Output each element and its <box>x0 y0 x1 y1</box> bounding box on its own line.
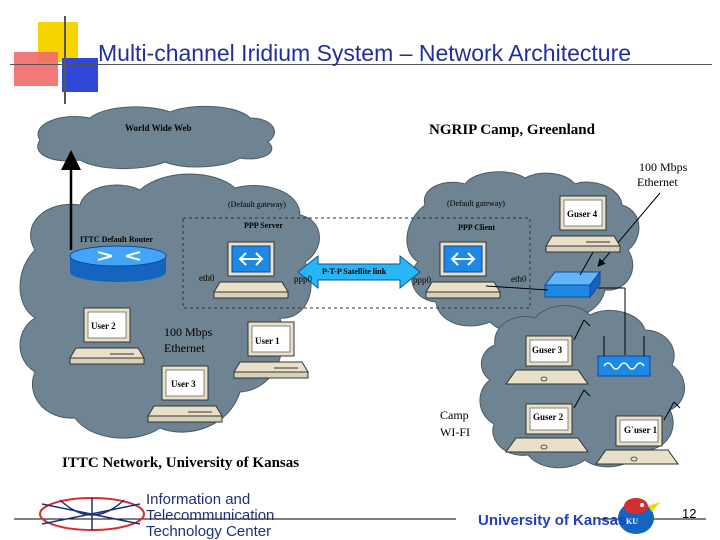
user2-label: User 2 <box>91 321 116 331</box>
ngrip-ethernet-label: Ethernet <box>637 175 678 189</box>
decor-horizontal-line <box>10 64 712 65</box>
cable <box>485 285 549 291</box>
logo-line-3: Technology Center <box>146 523 272 540</box>
ppp0-right-label: ppp0 <box>413 275 431 285</box>
wireless-ap-icon <box>597 336 651 377</box>
decor-blue-square <box>62 58 98 92</box>
default-gateway-label-right: (Default gateway) <box>447 199 505 208</box>
slide-title: Multi-channel Iridium System – Network A… <box>98 40 632 66</box>
satellite-link-arrow <box>297 254 421 290</box>
eth0-right-label: eth0 <box>511 274 527 284</box>
guser1-label: G`user 1 <box>624 425 658 435</box>
ittc-ethernet-label: Ethernet <box>164 341 205 355</box>
jayhawk-logo-icon: KU <box>618 498 660 534</box>
ppp0-left-label: ppp0 <box>294 274 312 284</box>
guser2-label: Guser 2 <box>533 412 564 422</box>
ittc-logo-icon <box>39 497 145 531</box>
www-label: World Wide Web <box>125 123 192 133</box>
decor-red-square <box>14 52 58 86</box>
logo-line-2: Telecommunication <box>146 507 275 524</box>
ngrip-speed-label: 100 Mbps <box>639 160 688 174</box>
ppp-client-icon <box>425 241 501 299</box>
svg-text:KU: KU <box>626 517 638 526</box>
ppp-client-label: PPP Client <box>458 223 496 232</box>
university-name: University of Kansas <box>478 512 627 529</box>
guser4-label: Guser 4 <box>567 209 598 219</box>
user1-label: User 1 <box>255 336 280 346</box>
ngrip-camp-title: NGRIP Camp, Greenland <box>429 122 595 138</box>
ppp-link-dashed-box <box>182 217 531 309</box>
user3-label: User 3 <box>171 379 196 389</box>
default-gateway-label-left: (Default gateway) <box>228 200 286 209</box>
www-cloud <box>37 105 275 169</box>
satellite-link-label: P-T-P Satellite link <box>322 267 387 276</box>
ittc-network-title: ITTC Network, University of Kansas <box>62 455 300 471</box>
camp-label: Camp <box>440 408 469 422</box>
logo-line-1: Information and <box>146 491 251 508</box>
ittc-speed-label: 100 Mbps <box>164 325 213 339</box>
antenna-icon <box>573 319 681 421</box>
eth0-left-label: eth0 <box>199 273 215 283</box>
ppp-server-icon <box>213 241 289 299</box>
ppp-server-label: PPP Server <box>244 221 283 230</box>
guser3-label: Guser 3 <box>532 345 563 355</box>
ittc-logo-text: Information and Telecommunication Techno… <box>146 492 274 540</box>
ittc-router-label: ITTC Default Router <box>80 235 153 244</box>
ittc-router-icon <box>69 245 167 282</box>
ngrip-switch-icon <box>543 270 602 299</box>
wifi-label: WI-FI <box>440 425 470 439</box>
page-number: 12 <box>682 506 697 521</box>
decor-vertical-line <box>64 16 66 104</box>
